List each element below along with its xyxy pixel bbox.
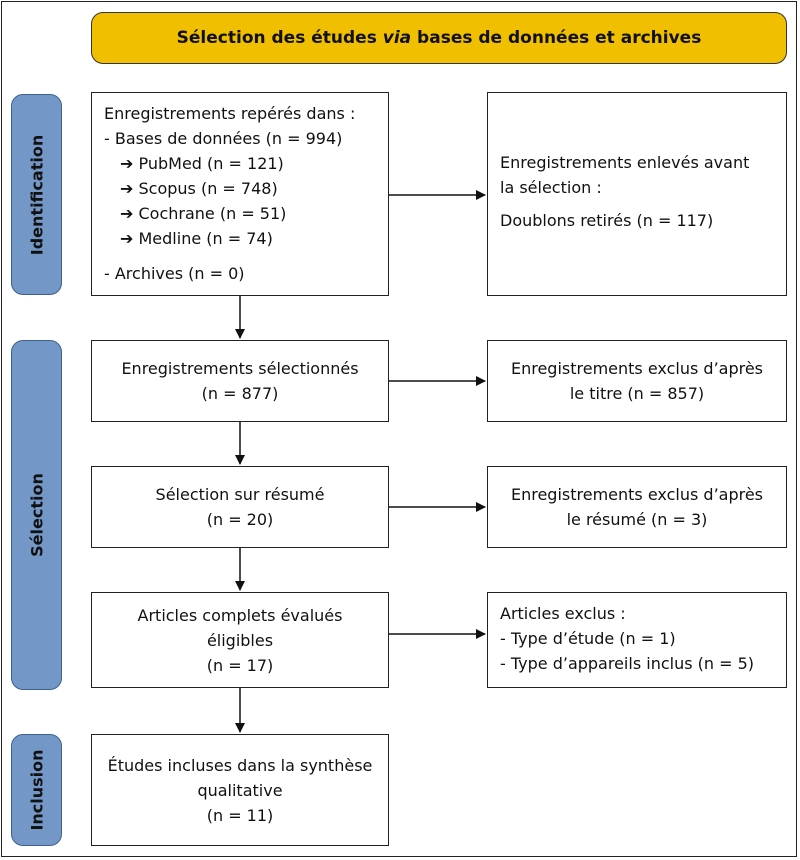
title-italic: via (382, 28, 412, 48)
title-suffix: bases de données et archives (411, 28, 702, 48)
abstract-line1: Sélection sur résumé (155, 485, 325, 504)
removed-duplicates: Doublons retirés (n = 117) (500, 211, 714, 230)
excluded-reason-study-type: - Type d’étude (n = 1) (500, 629, 676, 648)
screened-line2: (n = 877) (201, 384, 279, 403)
source-medline: ➔ Medline (n = 74) (120, 229, 273, 248)
included-line3: (n = 11) (206, 805, 274, 825)
phase-inclusion: Inclusion (11, 734, 62, 846)
removed-line2: la sélection : (500, 178, 602, 197)
identified-databases: - Bases de données (n = 994) (104, 129, 343, 148)
box-excluded-title: Enregistrements exclus d’après le titre … (487, 340, 787, 422)
box-records-identified: Enregistrements repérés dans : - Bases d… (91, 92, 389, 296)
fulltext-line3: (n = 17) (206, 655, 274, 675)
excluded-abstract-line2: le résumé (n = 3) (566, 510, 708, 529)
abstract-line2: (n = 20) (206, 510, 274, 529)
box-records-removed: Enregistrements enlevés avant la sélecti… (487, 92, 787, 296)
source-pubmed: ➔ PubMed (n = 121) (120, 154, 284, 173)
excluded-abstract-line1: Enregistrements exclus d’après (510, 485, 764, 504)
title-prefix: Sélection des études (176, 28, 383, 48)
included-line1: Études incluses dans la synthèse (107, 755, 373, 775)
source-cochrane: ➔ Cochrane (n = 51) (120, 204, 287, 223)
fulltext-line2: éligibles (206, 630, 274, 650)
box-studies-included: Études incluses dans la synthèse qualita… (91, 734, 389, 846)
identified-archives: - Archives (n = 0) (104, 264, 245, 283)
identified-heading: Enregistrements repérés dans : (104, 104, 356, 123)
phase-identification: Identification (11, 94, 62, 295)
screened-line1: Enregistrements sélectionnés (121, 359, 359, 378)
excluded-reason-device-type: - Type d’appareils inclus (n = 5) (500, 654, 755, 673)
source-scopus: ➔ Scopus (n = 748) (120, 179, 278, 198)
fulltext-line1: Articles complets évalués (137, 605, 343, 625)
excluded-title-line1: Enregistrements exclus d’après (510, 359, 764, 378)
included-line2: qualitative (197, 780, 283, 800)
phase-selection: Sélection (11, 340, 62, 690)
box-records-screened: Enregistrements sélectionnés (n = 877) (91, 340, 389, 422)
diagram-title: Sélection des études via bases de donnée… (91, 12, 787, 64)
excluded-fulltext-heading: Articles exclus : (500, 604, 626, 623)
box-articles-excluded: Articles exclus : - Type d’étude (n = 1)… (487, 592, 787, 688)
box-abstract-screening: Sélection sur résumé (n = 20) (91, 466, 389, 548)
box-fulltext-assessed: Articles complets évalués éligibles (n =… (91, 592, 389, 688)
removed-line1: Enregistrements enlevés avant (500, 153, 750, 172)
excluded-title-line2: le titre (n = 857) (569, 384, 705, 403)
box-excluded-abstract: Enregistrements exclus d’après le résumé… (487, 466, 787, 548)
